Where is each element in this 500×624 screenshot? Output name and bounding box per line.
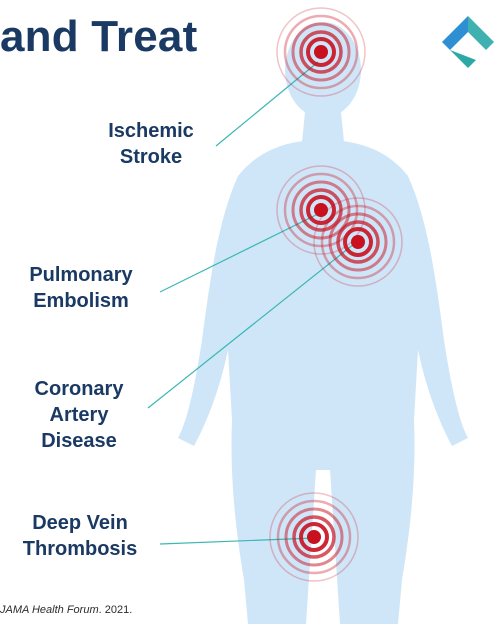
- label-line: Ischemic: [94, 118, 208, 144]
- label-deep-vein-thrombosis: Deep Vein Thrombosis: [4, 510, 156, 562]
- label-line: Pulmonary: [8, 262, 154, 288]
- citation-year: . 2021.: [99, 604, 133, 616]
- label-ischemic-stroke: Ischemic Stroke: [94, 118, 208, 170]
- citation-journal: JAMA Health Forum: [0, 604, 99, 616]
- label-line: Deep Vein: [4, 510, 156, 536]
- label-line: Stroke: [94, 144, 208, 170]
- label-line: Embolism: [8, 288, 154, 314]
- label-line: Disease: [14, 428, 144, 454]
- label-line: Coronary: [14, 376, 144, 402]
- label-coronary-artery-disease: Coronary Artery Disease: [14, 376, 144, 454]
- label-line: Artery: [14, 402, 144, 428]
- label-line: Thrombosis: [4, 536, 156, 562]
- label-pulmonary-embolism: Pulmonary Embolism: [8, 262, 154, 314]
- human-silhouette: [178, 22, 468, 624]
- citation: JAMA Health Forum. 2021.: [0, 604, 132, 616]
